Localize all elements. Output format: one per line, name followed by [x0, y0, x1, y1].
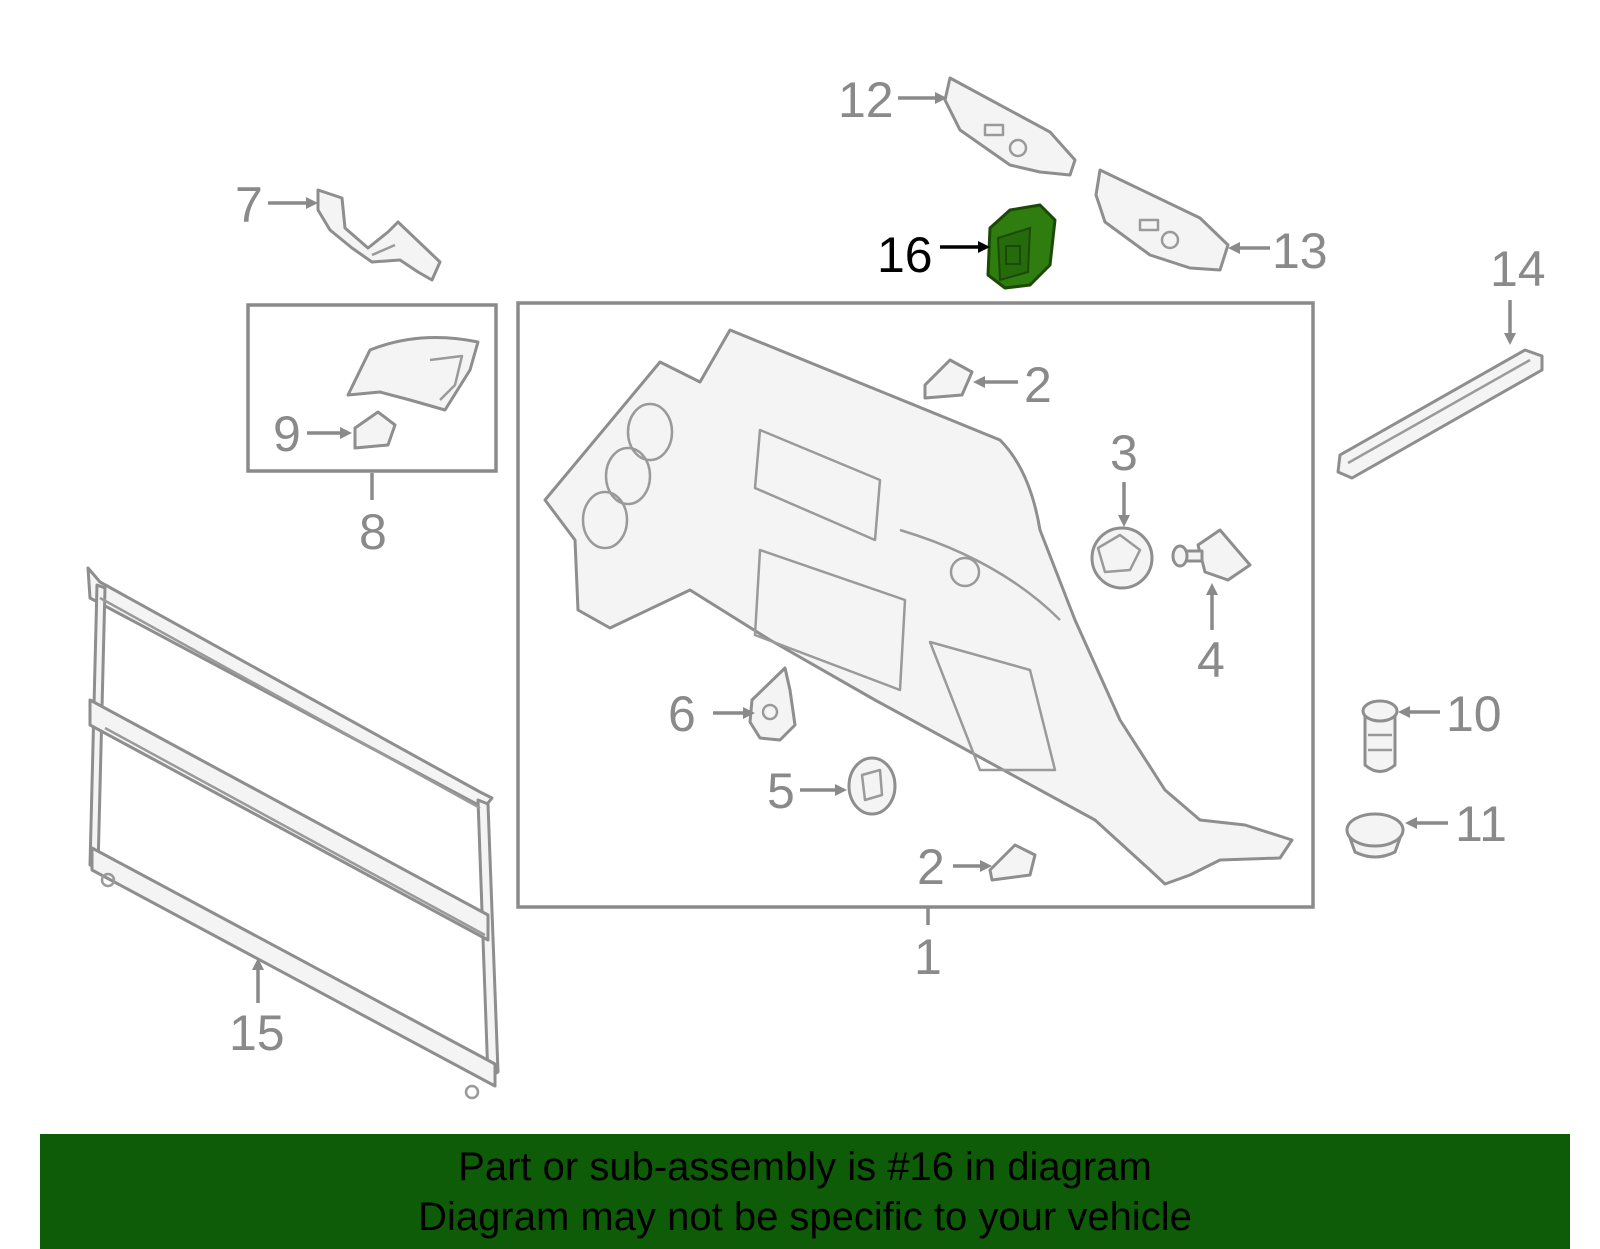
- callout-7: 7: [235, 177, 263, 233]
- part-11-cap[interactable]: [1345, 812, 1405, 859]
- callout-15: 15: [229, 1005, 285, 1061]
- banner-line-2: Diagram may not be specific to your vehi…: [418, 1195, 1192, 1239]
- part-14-rail[interactable]: [1336, 348, 1544, 480]
- part-9-clip[interactable]: [353, 410, 397, 450]
- callout-6: 6: [668, 686, 696, 742]
- part-2-clip-lower[interactable]: [988, 843, 1037, 882]
- part-6-retainer[interactable]: [748, 666, 797, 742]
- callout-1: 1: [914, 929, 942, 985]
- callout-8: 8: [359, 504, 387, 560]
- callout-13: 13: [1272, 223, 1328, 279]
- part-7-bracket[interactable]: [316, 188, 442, 282]
- leader-lines: [252, 92, 1516, 1003]
- part-8-shield[interactable]: [346, 336, 480, 412]
- callout-3: 3: [1110, 425, 1138, 481]
- part-13-trim[interactable]: [1094, 168, 1230, 272]
- callout-11: 11: [1455, 796, 1507, 852]
- callout-16: 16: [877, 227, 933, 283]
- callout-14: 14: [1490, 241, 1546, 297]
- part-1-quarter-trim-panel[interactable]: [543, 328, 1294, 886]
- group-frame-8: [246, 303, 498, 473]
- part-12-trim[interactable]: [943, 76, 1077, 177]
- part-2-clip-upper[interactable]: [923, 358, 974, 400]
- callout-12: 12: [838, 72, 894, 128]
- part-15-cargo-screen[interactable]: [86, 566, 500, 1100]
- part-10-nut[interactable]: [1361, 699, 1399, 773]
- info-banner: Part or sub-assembly is #16 in diagram D…: [40, 1134, 1570, 1249]
- callout-4: 4: [1197, 632, 1225, 688]
- part-5-plug[interactable]: [847, 756, 897, 816]
- callout-2-lower: 2: [917, 839, 945, 895]
- part-3-grommet[interactable]: [1090, 526, 1154, 590]
- part-4-fastener[interactable]: [1171, 528, 1252, 582]
- callout-5: 5: [767, 763, 795, 819]
- part-16-switch[interactable]: [986, 203, 1057, 290]
- banner-line-1: Part or sub-assembly is #16 in diagram: [458, 1145, 1152, 1189]
- group-frame-1: [516, 301, 1315, 909]
- callout-9: 9: [273, 406, 301, 462]
- callout-10: 10: [1446, 686, 1502, 742]
- callout-2-upper: 2: [1024, 357, 1052, 413]
